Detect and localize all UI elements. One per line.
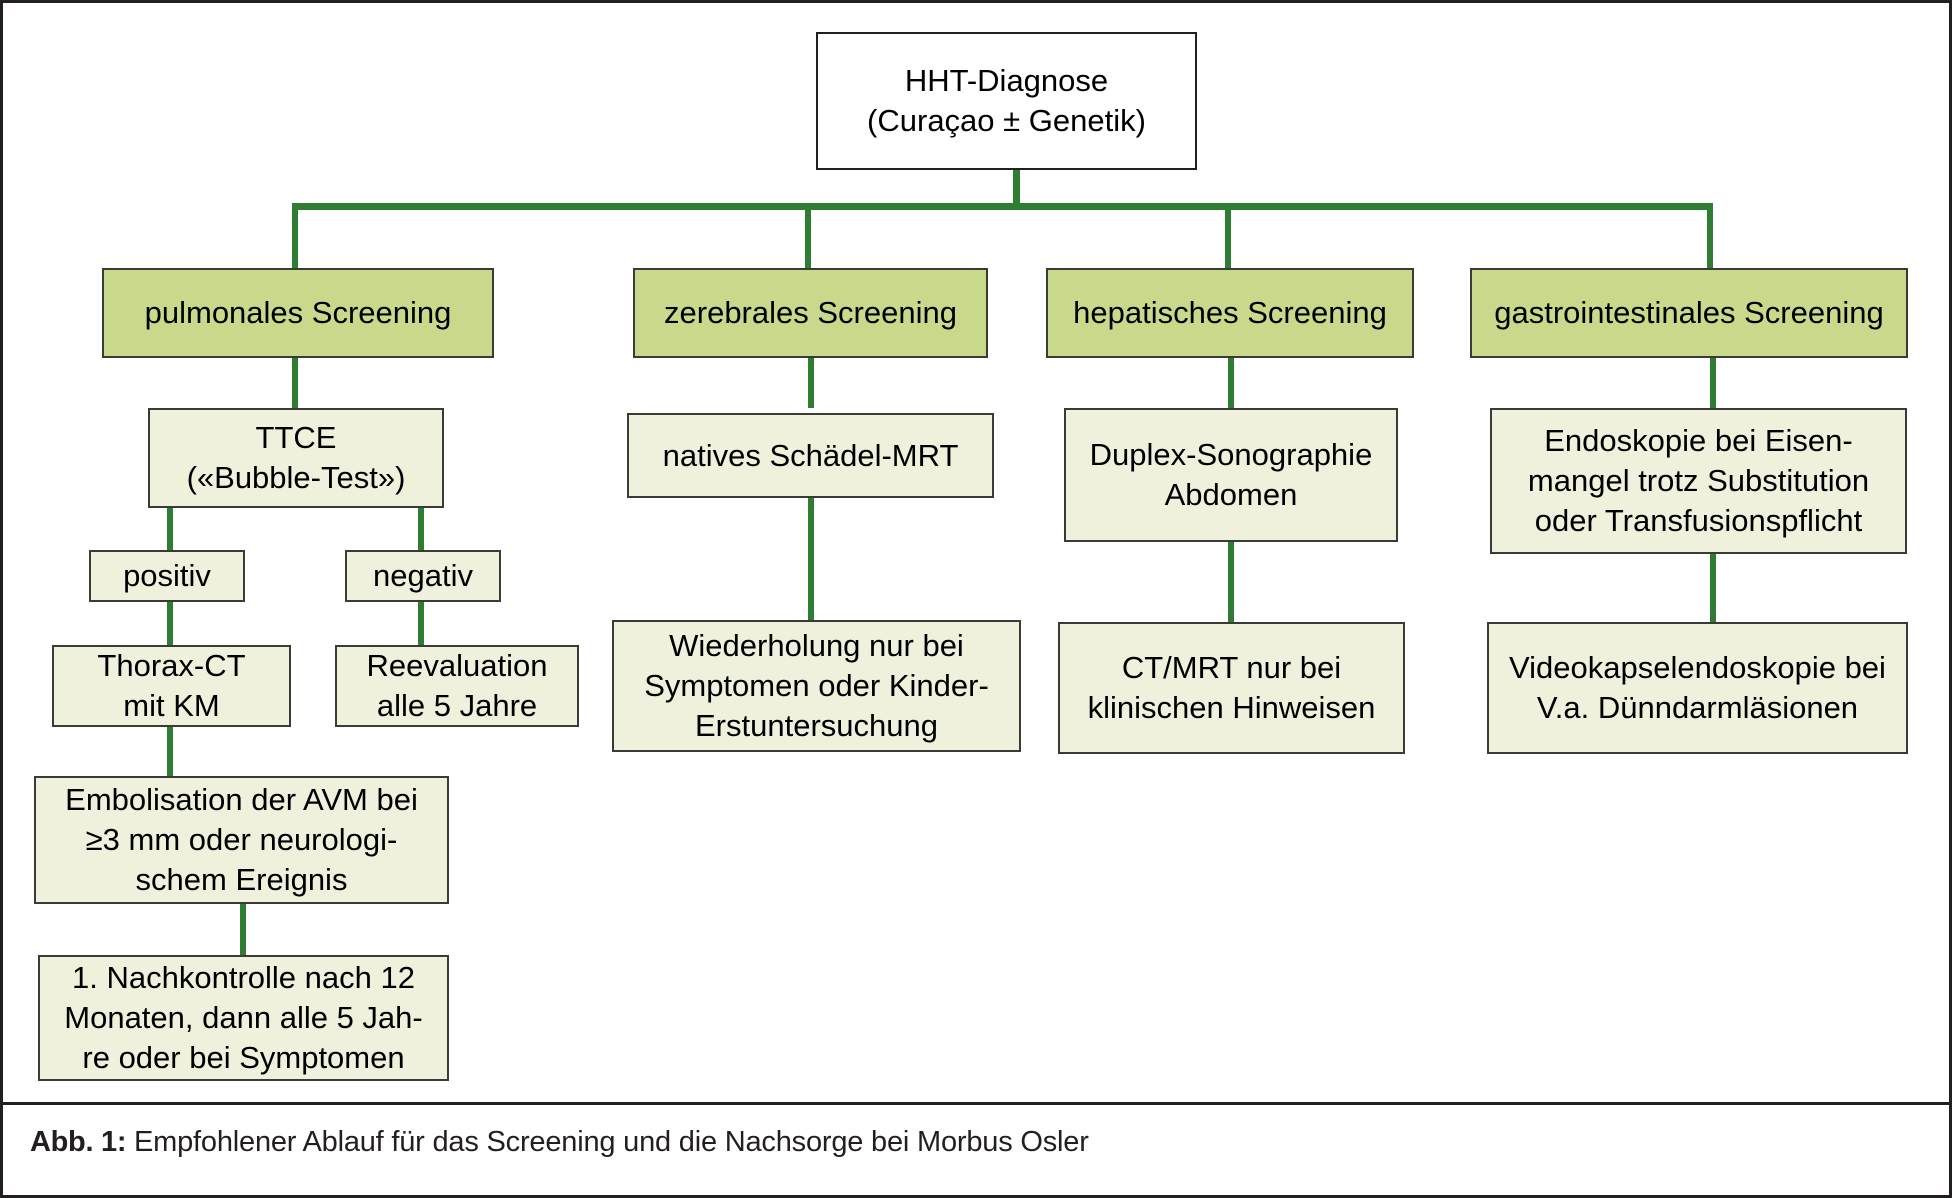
node-thorax-ct-label: Thorax-CT mit KM [97,648,246,723]
node-negativ-label: negativ [373,558,473,594]
connector-root-stem [1013,170,1020,205]
connector-endoskopie-to-videokapsel [1710,554,1716,622]
node-endoskopie-label: Endoskopie bei Eisen- mangel trotz Subst… [1527,423,1870,538]
node-positiv-label: positiv [123,558,211,594]
caption-divider [0,1102,1952,1105]
node-positiv[interactable]: positiv [89,550,245,602]
node-ttce-label: TTCE («Bubble-Test») [186,420,406,495]
node-embolisation[interactable]: Embolisation der AVM bei ≥3 mm oder neur… [34,776,449,904]
node-negativ[interactable]: negativ [345,550,501,602]
connector-embolisation-to-nachkontrolle [240,902,246,956]
connector-ttce-to-positiv [167,508,173,552]
connector-hepatisch-to-duplex [1228,358,1234,408]
node-schaedel-mrt[interactable]: natives Schädel-MRT [627,413,994,498]
node-thorax-ct[interactable]: Thorax-CT mit KM [52,645,291,727]
node-header-hepatisch[interactable]: hepatisches Screening [1046,268,1414,358]
connector-zerebral-to-schaedel-mrt [808,358,814,408]
connector-gastrointestinal-to-endoskopie [1710,358,1716,408]
figure-frame-right [1949,0,1952,1198]
node-nachkontrolle-label: 1. Nachkontrolle nach 12 Monaten, dann a… [64,960,423,1075]
node-videokapsel[interactable]: Videokapselendoskopie bei V.a. Dünndarml… [1487,622,1908,754]
node-videokapsel-label: Videokapselendoskopie bei V.a. Dünndarml… [1509,650,1886,725]
figure-frame-left [0,0,3,1198]
connector-schaedel-mrt-to-wiederholung [808,498,814,622]
connector-root-bus [292,203,1713,210]
node-embolisation-label: Embolisation der AVM bei ≥3 mm oder neur… [65,782,418,897]
node-header-pulmonal-label: pulmonales Screening [144,295,452,331]
node-schaedel-mrt-label: natives Schädel-MRT [662,437,959,473]
connector-bus-to-zerebral [805,203,811,268]
figure-frame-top [0,0,1952,3]
node-ttce[interactable]: TTCE («Bubble-Test») [148,408,444,508]
node-header-pulmonal[interactable]: pulmonales Screening [102,268,494,358]
node-nachkontrolle[interactable]: 1. Nachkontrolle nach 12 Monaten, dann a… [38,955,449,1081]
node-duplex-sonographie[interactable]: Duplex-Sonographie Abdomen [1064,408,1398,542]
connector-ttce-to-negativ [418,508,424,552]
connector-bus-to-pulmonal [292,203,298,268]
connector-duplex-to-ct-mrt [1228,542,1234,622]
node-reevaluation-label: Reevaluation alle 5 Jahre [366,648,548,723]
node-ct-mrt[interactable]: CT/MRT nur bei klinischen Hinweisen [1058,622,1405,754]
node-header-gastrointestinal-label: gastrointestinales Screening [1494,295,1884,331]
node-ct-mrt-label: CT/MRT nur bei klinischen Hinweisen [1087,650,1376,725]
node-wiederholung[interactable]: Wiederholung nur bei Symptomen oder Kind… [612,620,1021,752]
node-endoskopie[interactable]: Endoskopie bei Eisen- mangel trotz Subst… [1490,408,1907,554]
node-hht-diagnose-label: HHT-Diagnose (Curaçao ± Genetik) [867,63,1146,138]
connector-negativ-to-reevaluation [418,590,424,647]
figure-caption-text: Empfohlener Ablauf für das Screening und… [126,1126,1089,1158]
node-header-zerebral-label: zerebrales Screening [664,295,957,331]
figure-caption: Abb. 1: Empfohlener Ablauf für das Scree… [30,1126,1910,1159]
connector-pulmonal-to-ttce [292,358,298,408]
node-reevaluation[interactable]: Reevaluation alle 5 Jahre [335,645,579,727]
figure-frame-bottom [0,1195,1952,1198]
connector-bus-to-hepatisch [1225,203,1231,268]
connector-bus-to-gastrointestinal [1707,203,1713,268]
figure-caption-label: Abb. 1: [30,1126,127,1158]
node-wiederholung-label: Wiederholung nur bei Symptomen oder Kind… [644,628,989,743]
connector-thorax-ct-to-embolisation [167,725,173,777]
node-hht-diagnose[interactable]: HHT-Diagnose (Curaçao ± Genetik) [816,32,1197,170]
connector-positiv-to-thorax-ct [167,590,173,647]
node-header-gastrointestinal[interactable]: gastrointestinales Screening [1470,268,1908,358]
node-duplex-sonographie-label: Duplex-Sonographie Abdomen [1089,437,1373,512]
node-header-hepatisch-label: hepatisches Screening [1073,295,1387,331]
node-header-zerebral[interactable]: zerebrales Screening [633,268,988,358]
